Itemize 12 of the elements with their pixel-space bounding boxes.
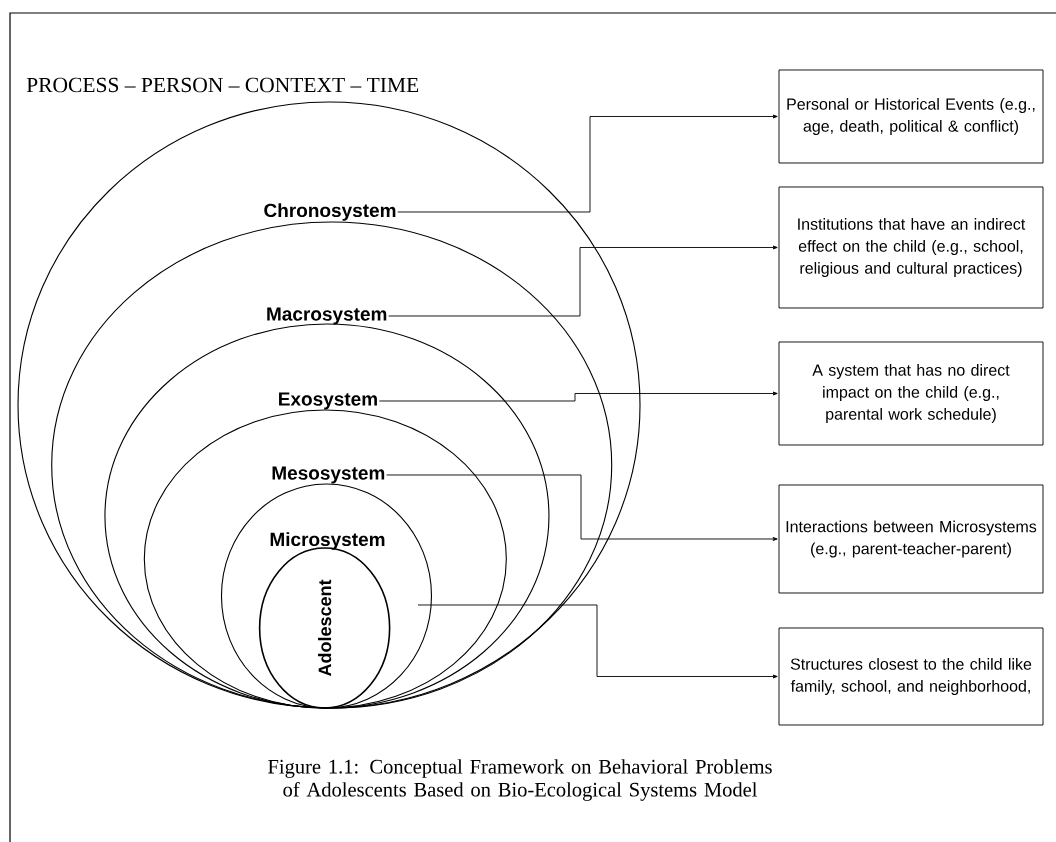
description-box: Structures closest to the child like family, school, and neighborhood, xyxy=(778,627,1044,726)
description-box: Interactions between Microsystems (e.g., parent-teacher-parent) xyxy=(778,484,1044,594)
description-box: Personal or Historical Events (e.g., age, death, political & conflict) xyxy=(778,69,1044,164)
connector-arrow xyxy=(430,604,778,679)
caption: Figure 1.1: Conceptual Framework on Behavioral Problems of Adolescents Based on Bio-Ecological Systems Model xyxy=(268,759,772,801)
connector-arrow xyxy=(568,114,778,213)
connector-arrow xyxy=(552,245,778,317)
description-box: A system that has no direct impact on the child (e.g., parental work schedule) xyxy=(778,341,1044,446)
title: PROCESS – PERSON – CONTEXT – TIME xyxy=(26,77,419,93)
connector-arrow xyxy=(474,474,778,541)
connector-arrow xyxy=(504,391,778,402)
description-box: Institutions that have an indirect effect on the child (e.g., school, religious and cultural practices) xyxy=(778,186,1044,309)
